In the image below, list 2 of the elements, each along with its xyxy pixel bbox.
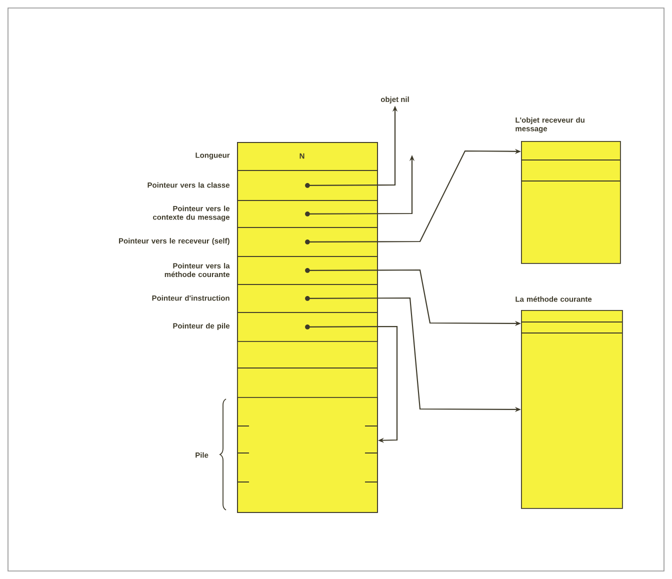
arrow — [307, 326, 398, 443]
context-box — [237, 142, 378, 513]
